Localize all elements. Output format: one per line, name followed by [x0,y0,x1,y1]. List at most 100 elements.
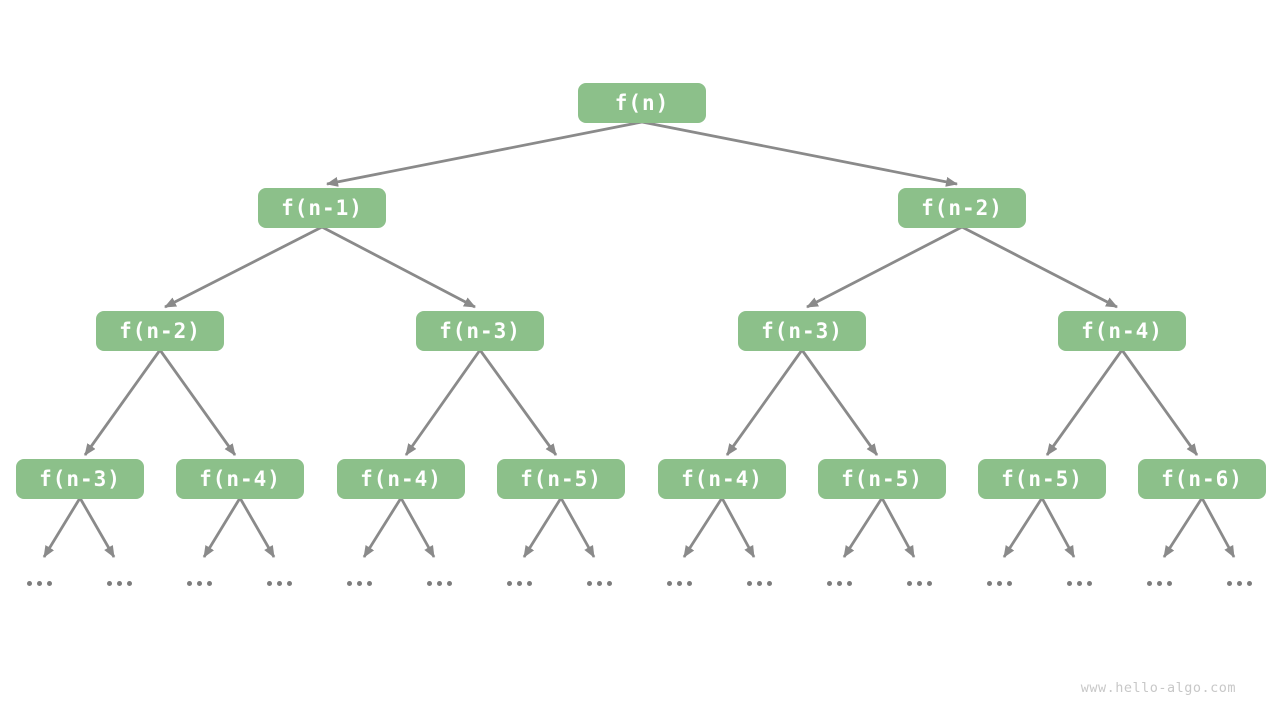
edge-arrow [800,349,879,456]
leaf-dot [1157,581,1162,586]
ellipsis-leaf [27,581,52,586]
leaf-dot [507,581,512,586]
leaf-dot [1087,581,1092,586]
ellipsis-leaf [1147,581,1172,586]
edge-arrow [725,349,804,456]
ellipsis-leaf [347,581,372,586]
leaf-dot [747,581,752,586]
edge-arrow [399,497,436,558]
edge-arrow [1162,497,1204,558]
leaf-dot [27,581,32,586]
leaf-dot [37,581,42,586]
leaf-dot [267,581,272,586]
ellipsis-leaf [1227,581,1252,586]
ellipsis-leaf [907,581,932,586]
leaf-dot [187,581,192,586]
leaf-dot [367,581,372,586]
edge-arrow [238,497,276,558]
leaf-dot [767,581,772,586]
edge-arrow [682,497,724,558]
leaf-dot [997,581,1002,586]
ellipsis-leaf [267,581,292,586]
tree-node: f(n-2) [898,188,1026,228]
tree-node: f(n-2) [96,311,224,351]
leaf-dot [47,581,52,586]
tree-node: f(n-5) [497,459,625,499]
leaf-dot [127,581,132,586]
edge-arrow [1200,497,1236,558]
leaf-dot [1067,581,1072,586]
edge-arrow [641,120,958,187]
tree-node: f(n-4) [337,459,465,499]
leaf-dot [117,581,122,586]
ellipsis-leaf [427,581,452,586]
edge-arrow [842,497,884,558]
ellipsis-leaf [747,581,772,586]
leaf-dot [607,581,612,586]
edge-arrow [326,120,643,187]
ellipsis-leaf [1067,581,1092,586]
edge-arrow [961,225,1118,309]
leaf-dot [917,581,922,586]
edge-arrow [164,225,323,309]
leaf-dot [907,581,912,586]
edge-arrow [42,497,82,558]
leaf-dot [347,581,352,586]
tree-node: f(n-5) [818,459,946,499]
leaf-dot [287,581,292,586]
tree-node: f(n-3) [738,311,866,351]
leaf-dot [1237,581,1242,586]
leaf-dot [357,581,362,586]
edge-arrow [522,497,563,558]
tree-node: f(n-5) [978,459,1106,499]
edge-arrow [806,225,963,309]
tree-node: f(n) [578,83,706,123]
leaf-dot [677,581,682,586]
leaf-dot [827,581,832,586]
ellipsis-leaf [827,581,852,586]
leaf-dot [587,581,592,586]
edge-arrow [321,225,476,309]
edge-arrow [720,497,756,558]
leaf-dot [277,581,282,586]
leaf-dot [427,581,432,586]
edge-arrow [83,349,162,456]
edge-arrow [1045,349,1124,456]
leaf-dot [757,581,762,586]
leaf-dot [107,581,112,586]
edge-arrow [158,349,237,456]
edge-arrow [478,349,558,456]
edge-arrow [1002,497,1044,558]
edge-arrow [362,497,403,558]
tree-node: f(n-4) [1058,311,1186,351]
leaf-dot [437,581,442,586]
leaf-dot [197,581,202,586]
leaf-dot [837,581,842,586]
leaf-dot [667,581,672,586]
tree-node: f(n-4) [176,459,304,499]
edge-arrow [559,497,596,558]
edge-arrow [1040,497,1076,558]
ellipsis-leaf [667,581,692,586]
tree-node: f(n-6) [1138,459,1266,499]
tree-node: f(n-1) [258,188,386,228]
tree-node: f(n-3) [16,459,144,499]
tree-node: f(n-4) [658,459,786,499]
leaf-dot [847,581,852,586]
leaf-dot [1167,581,1172,586]
leaf-dot [687,581,692,586]
leaf-dot [597,581,602,586]
leaf-dot [927,581,932,586]
leaf-dot [1227,581,1232,586]
leaf-dot [517,581,522,586]
leaf-dot [1007,581,1012,586]
edge-arrow [202,497,242,558]
ellipsis-leaf [587,581,612,586]
leaf-dot [1247,581,1252,586]
watermark-text: www.hello-algo.com [1080,680,1236,696]
ellipsis-leaf [507,581,532,586]
leaf-dot [1147,581,1152,586]
edge-arrow [1120,349,1199,456]
edge-arrow [404,349,482,456]
ellipsis-leaf [187,581,212,586]
